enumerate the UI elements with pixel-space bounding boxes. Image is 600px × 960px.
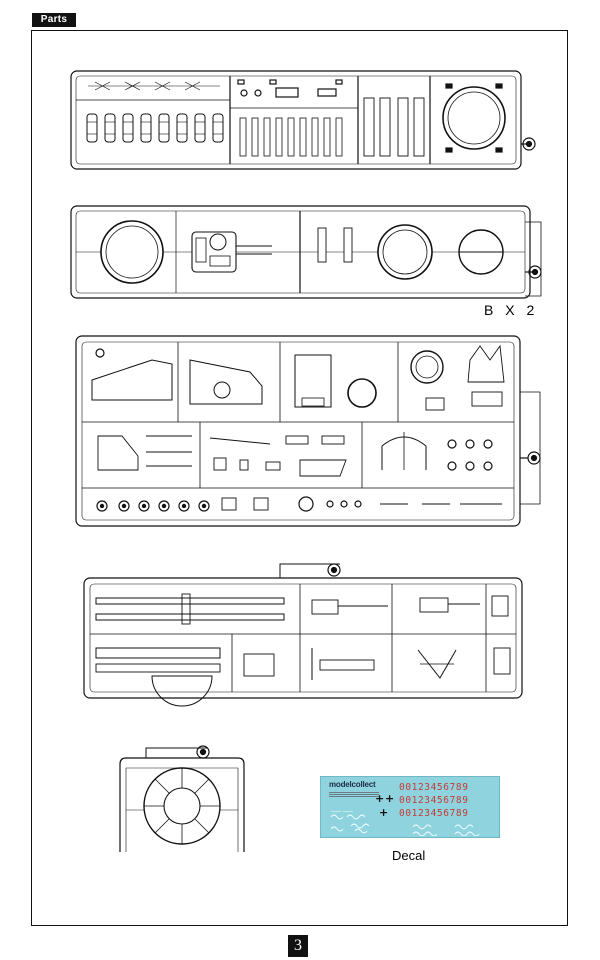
decal-number-row: 00123456789	[399, 795, 469, 806]
decal-script-graphic-right	[412, 824, 480, 836]
page-number: 3	[288, 935, 308, 957]
decal-fine-print	[329, 791, 379, 801]
page-frame	[31, 30, 568, 926]
section-label: Parts	[32, 13, 76, 27]
decal-sheet: modelcollect + + + 00123456789 001234567…	[320, 776, 500, 838]
sprue-b	[70, 205, 542, 299]
sprue-5	[119, 745, 245, 852]
decal-cross: +	[375, 792, 385, 805]
sprue-3	[75, 335, 541, 527]
decal-caption: Decal	[392, 848, 426, 863]
decal-number-row: 00123456789	[399, 782, 469, 793]
sprue-b-quantity: B X 2	[484, 302, 539, 318]
decal-cross: +	[379, 806, 389, 819]
decal-script-graphic	[330, 810, 370, 834]
sprue-4	[83, 563, 523, 707]
decal-number-row: 00123456789	[399, 808, 469, 819]
sprue-1	[70, 70, 536, 170]
decal-script-markings	[329, 810, 395, 835]
decal-brand: modelcollect	[329, 780, 376, 789]
decal-cross: +	[385, 792, 395, 805]
